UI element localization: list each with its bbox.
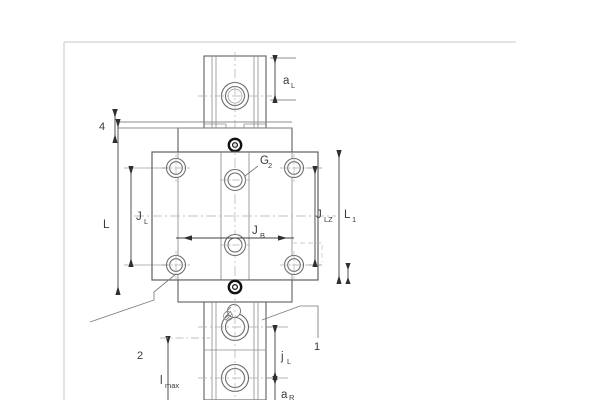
drawing-frame	[63, 41, 516, 400]
dimension-tick-right	[345, 263, 351, 284]
mounting-plate-4	[118, 121, 292, 129]
callout-2: 2	[137, 350, 143, 362]
dimension-sub-l-max: max	[165, 381, 179, 390]
lube-port-upper	[220, 168, 250, 192]
dimension-label-4: 4	[99, 121, 105, 133]
callout-label-1: 1	[314, 341, 320, 353]
dimension-sub-a-R: R	[289, 393, 295, 400]
bolt-hole-bottom-right	[280, 251, 308, 279]
callout-label-2: 2	[137, 350, 143, 362]
lower-flange-plate	[177, 279, 293, 303]
dimension-sub-L-1: 1	[352, 215, 356, 224]
leader-line-1	[261, 305, 319, 338]
callout-1: 1	[314, 341, 320, 353]
callout-leaders	[89, 165, 319, 338]
dimension-label-J-LZ: J	[316, 209, 322, 221]
dimension-label-L-1: L	[344, 209, 351, 221]
dimension-label-a-L: a	[283, 75, 290, 87]
dimension-J-B: J B	[176, 225, 294, 241]
dimension-sub-J-B: B	[260, 231, 265, 240]
rail-plug-detail	[223, 304, 241, 321]
bottom-rail-assembly	[198, 298, 272, 400]
dimension-sub-a-L: L	[291, 81, 295, 90]
dimension-J-LZ: J LZ	[308, 166, 333, 267]
dimension-sub-J-L: L	[144, 217, 148, 226]
dimension-sub-j-L: L	[287, 357, 291, 366]
dimension-l-max: l max	[160, 336, 210, 400]
dimension-L: L	[103, 119, 121, 295]
bolt-hole-top-right	[280, 154, 308, 182]
leader-line-2	[89, 273, 177, 323]
top-rail-assembly	[198, 52, 272, 132]
dimension-label-J-L: J	[136, 211, 142, 223]
dimension-L-1: L 1	[336, 150, 356, 284]
callout-sub-G2: 2	[268, 161, 272, 170]
dimension-label-J-B: J	[252, 225, 258, 237]
leader-line-g2	[244, 165, 259, 177]
callout-label-G2: G	[260, 155, 269, 167]
corner-bolt-holes	[162, 154, 308, 279]
dimension-a-R: a R	[272, 376, 295, 400]
dimension-sub-J-LZ: LZ	[324, 215, 333, 224]
dimension-label-j-L: j	[280, 351, 284, 363]
dimension-label-a-R: a	[281, 389, 288, 400]
dimension-J-L: J L	[124, 166, 168, 267]
carriage-body	[134, 140, 336, 296]
callout-G2: G 2	[260, 155, 272, 170]
dimension-a-L: a L	[270, 55, 296, 103]
grease-nipple-bottom	[227, 279, 243, 295]
dimension-4: 4	[99, 109, 118, 143]
dimension-label-L: L	[103, 219, 110, 231]
lube-port-lower	[220, 233, 250, 257]
center-lubrication-ports	[220, 168, 250, 257]
dimension-label-l-max: l	[160, 375, 163, 387]
